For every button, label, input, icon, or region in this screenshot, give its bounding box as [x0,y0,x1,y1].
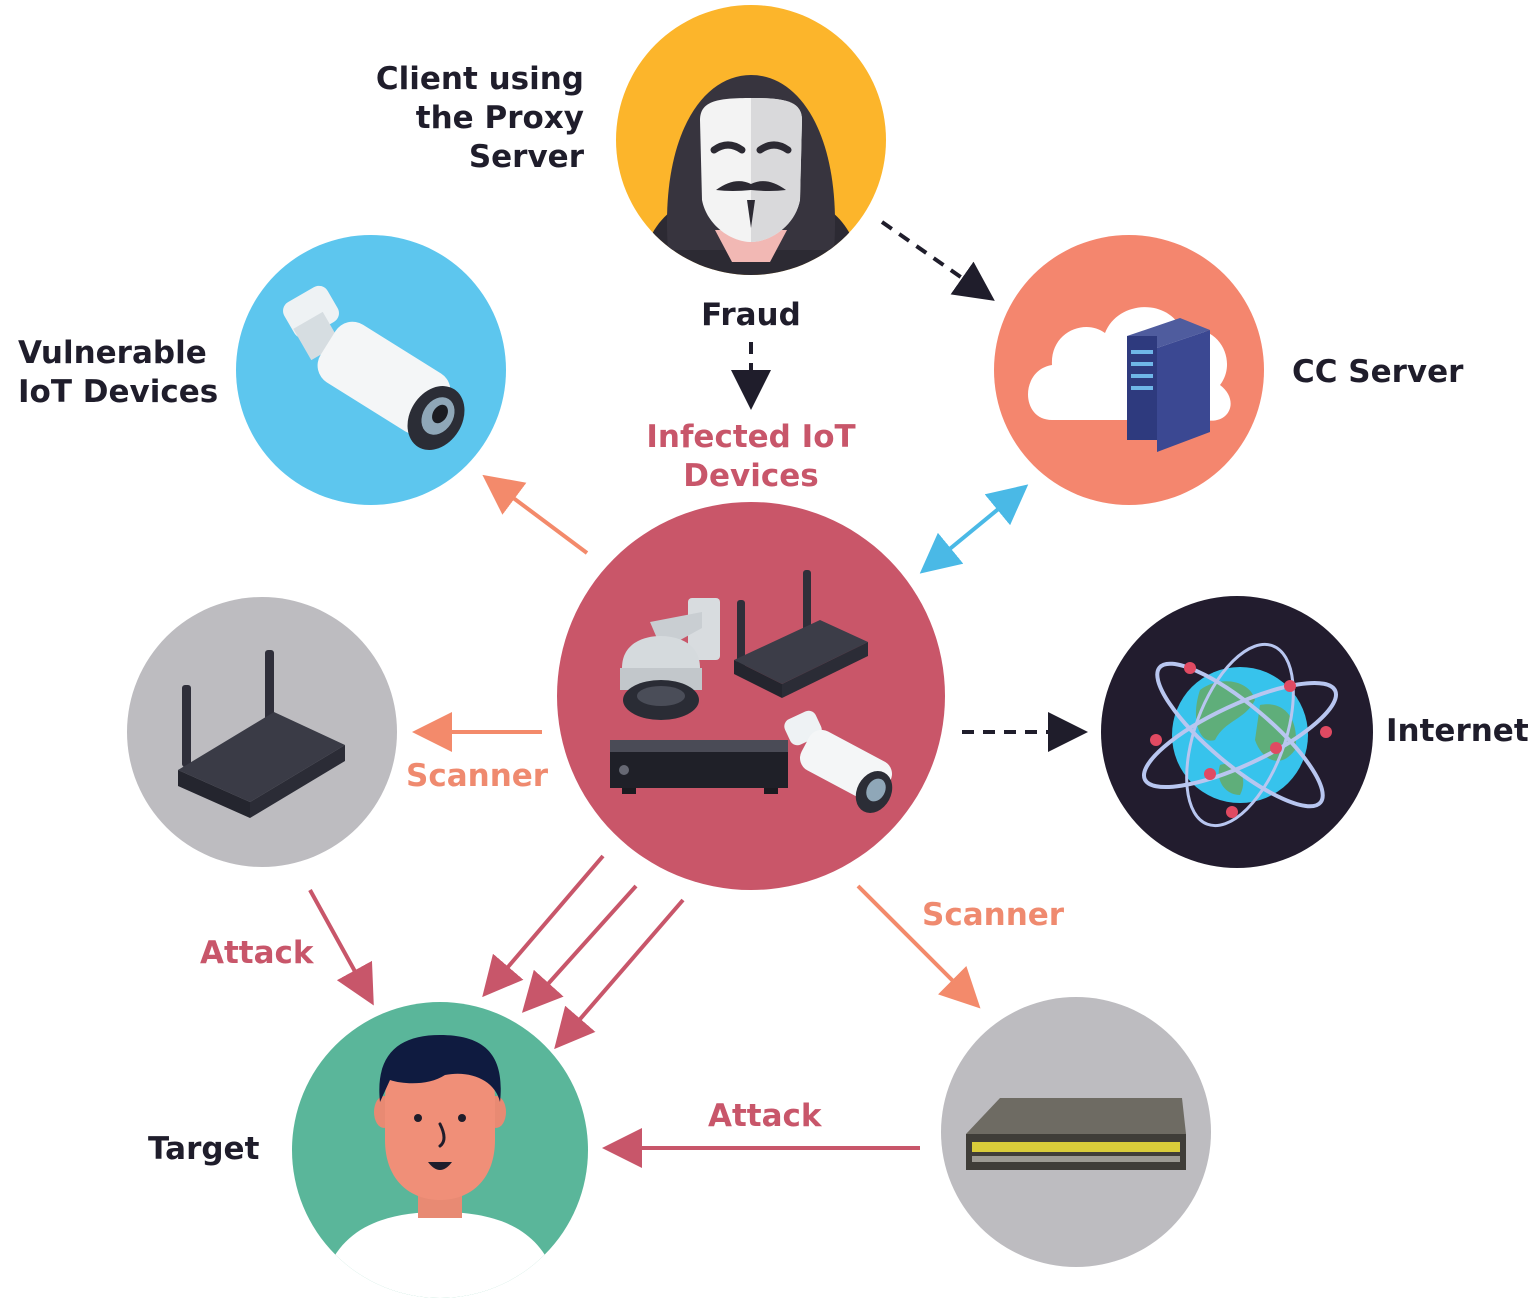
server-rack-icon [1127,318,1210,452]
arrow-infected-to-vulnerable [482,474,589,555]
attack-bottom-text: Attack [708,1098,822,1134]
client-label: Client using the Proxy Server [376,60,584,177]
vulnerable-node [236,235,506,505]
cc-server-text: CC Server [1292,354,1464,390]
security-camera-icon [283,285,465,450]
infected-label-line-1: Infected IoT [646,419,856,455]
attack-bottom-label: Attack [708,1097,822,1136]
infected-circle [557,502,945,890]
scanner-left-label: Scanner [406,757,548,796]
fraud-text: Fraud [701,297,801,333]
switch-node [941,997,1211,1267]
arrow-router-to-target [308,889,374,1006]
dome-camera-icon [620,598,720,720]
arrow-client-to-cc [880,220,995,301]
target-label: Target [148,1130,259,1169]
vulnerable-label-line-2: IoT Devices [18,374,219,410]
arrow-infected-cc-bidirectional [919,484,1029,574]
scanner-right-text: Scanner [922,897,1065,933]
fraud-label: Fraud [681,296,821,335]
attack-left-label: Attack [200,934,314,973]
bullet-camera-icon [784,710,893,814]
person-avatar-icon [320,1035,560,1298]
client-label-line-1: Client using [375,61,584,97]
vulnerable-label-line-1: Vulnerable [18,335,207,371]
target-node [292,1002,588,1298]
client-label-line-3: Server [468,139,584,175]
scanner-right-label: Scanner [922,896,1064,935]
attack-left-text: Attack [200,935,314,971]
target-text: Target [148,1131,260,1167]
router-node [127,597,397,867]
dvr-box-icon [610,740,788,794]
arrows [308,220,1088,1168]
infected-label: Infected IoT Devices [620,418,882,496]
client-label-line-2: the Proxy [415,100,584,136]
client-node [616,5,886,275]
arrow-infected-to-target-3 [554,898,685,1050]
arrow-infected-to-target-1 [482,854,605,998]
arrow-infected-to-target-2 [521,884,638,1013]
network-switch-icon [966,1098,1186,1170]
infected-label-line-2: Devices [683,458,819,494]
vulnerable-label: Vulnerable IoT Devices [18,334,218,412]
internet-text: Internet [1386,713,1529,749]
wifi-router-icon [734,570,868,698]
internet-node [1101,596,1373,868]
cc-server-label: CC Server [1292,353,1463,392]
internet-label: Internet [1386,712,1529,751]
scanner-left-text: Scanner [406,758,549,794]
globe-icon [1141,642,1339,828]
arrow-infected-to-switch [856,884,981,1009]
infected-node [557,502,945,890]
cc-server-node [994,235,1264,505]
router-icon [178,650,345,818]
